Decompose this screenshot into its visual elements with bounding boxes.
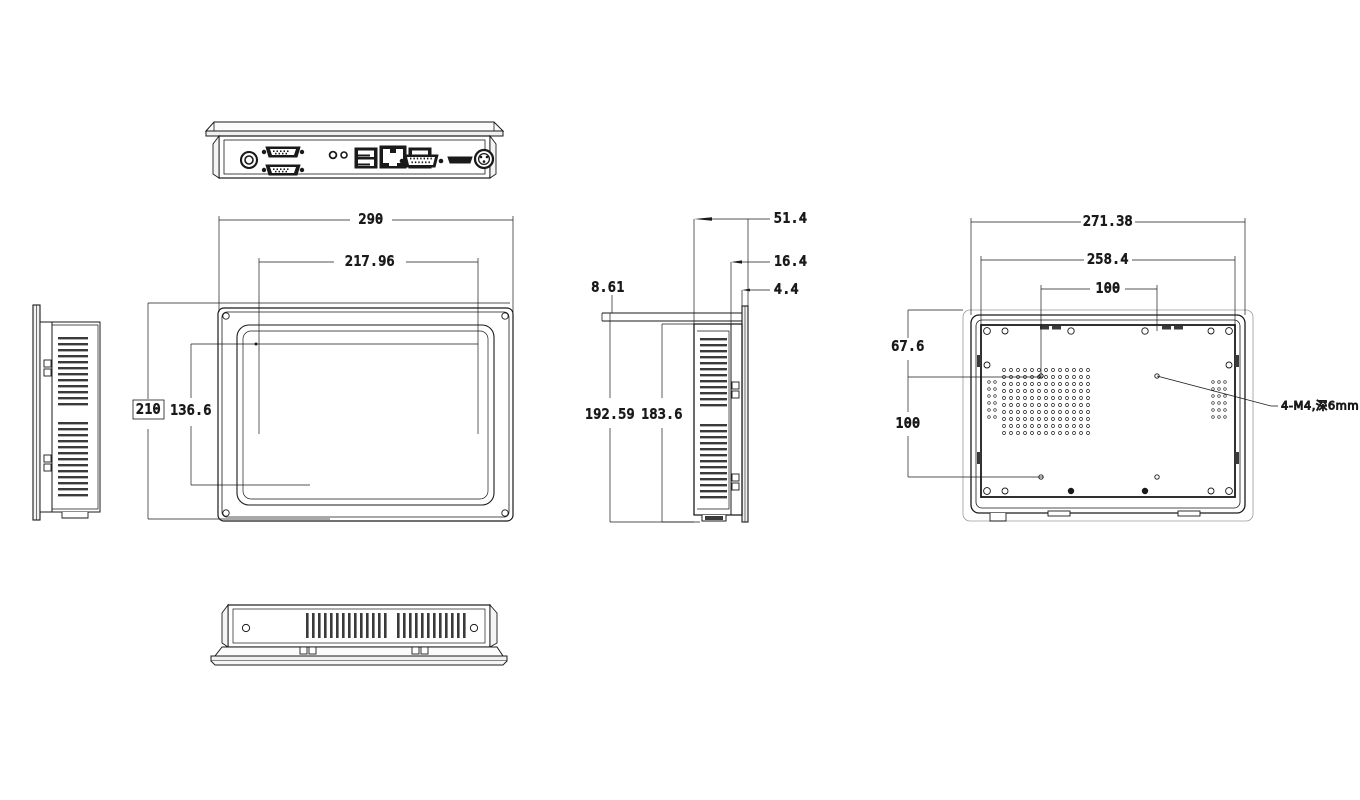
view-left-profile <box>32 304 101 521</box>
dim-label-front-width: 290 <box>359 213 384 228</box>
side-vent-upper <box>700 338 727 407</box>
dim-side-depth-body-16-4 <box>730 260 770 324</box>
rear-side-tabs <box>977 326 1239 464</box>
dim-side-depth-51-4 <box>693 217 770 324</box>
dim-label-side-depth-body: 16.4 <box>774 255 807 270</box>
dim-label-side-depth: 51.4 <box>774 212 807 227</box>
front-corner-screws <box>222 312 509 517</box>
front-active-area <box>242 330 489 500</box>
rear-screws <box>983 327 1233 495</box>
dim-rear-vesa-vertical-100 <box>907 377 1043 478</box>
dim-label-side-bezel: 4.4 <box>774 283 799 298</box>
dim-front-height-210 <box>132 302 510 520</box>
db9-serial-com1-icon <box>261 146 305 158</box>
usb-stack-1-icon <box>354 147 378 169</box>
dc-power-din-icon <box>473 148 495 170</box>
dim-label-rear-vesa-horizontal: 100 <box>1096 282 1121 297</box>
audio-jack-icon <box>239 150 259 170</box>
dim-label-rear-width-inner: 258.4 <box>1087 253 1129 268</box>
bottom-cap-right <box>489 603 498 648</box>
rear-vent-grid-main <box>1002 368 1090 435</box>
bottom-tabs <box>299 646 429 655</box>
view-rear: 271.38 258.4 100 67.6 <box>891 214 1359 522</box>
round-port-2-icon <box>340 151 348 159</box>
bottom-vent-group-b <box>397 613 466 638</box>
dim-rear-top-offset-67-6 <box>907 309 1043 378</box>
view-right-side: 51.4 16.4 4.4 8.61 192.59 <box>585 211 807 523</box>
rear-vent-grid-right <box>1211 380 1227 419</box>
left-bottom-connector <box>61 512 89 519</box>
view-front: 290 217.96 210 136.6 <box>132 212 514 522</box>
left-vent-upper <box>58 337 88 406</box>
db9-serial-com2-icon <box>261 164 305 176</box>
hdmi-port-icon <box>447 156 473 164</box>
dim-rear-width-258-4 <box>980 256 1236 325</box>
top-io-ports <box>239 145 495 176</box>
bottom-flange <box>210 646 508 666</box>
dim-label-side-height-body: 183.6 <box>641 408 683 423</box>
side-latches <box>731 381 740 491</box>
rear-inner-panel <box>980 324 1236 498</box>
bottom-cap-left <box>221 603 229 648</box>
dim-label-front-screen-width: 217.96 <box>345 255 395 270</box>
dim-side-bezel-4-4 <box>741 288 770 310</box>
rear-vent-grid-left <box>987 380 997 419</box>
dim-front-screen-width-217-96 <box>258 258 479 434</box>
dim-label-rear-vesa-vertical: 100 <box>896 417 921 432</box>
side-vent-lower <box>700 424 727 499</box>
dim-side-height-192-59 <box>609 312 694 523</box>
dim-rear-width-271-38 <box>970 218 1246 315</box>
vga-d-sub-icon <box>399 154 444 168</box>
dim-rear-vesa-horizontal-100 <box>1040 285 1158 376</box>
bottom-screw-left <box>241 623 251 633</box>
bottom-vent-group-a <box>306 613 387 638</box>
view-bottom <box>210 603 508 666</box>
rj45-ethernet-icon <box>379 145 407 169</box>
vesa-note-label: 4-M4,深6mm <box>1281 399 1359 413</box>
side-bottom-connector <box>701 515 727 522</box>
view-top-io <box>204 121 505 179</box>
dim-label-rear-top-offset: 67.6 <box>891 340 924 355</box>
dim-label-side-front-thickness: 8.61 <box>591 281 624 296</box>
dim-label-side-height: 192.59 <box>585 408 635 423</box>
left-vent-lower <box>58 422 88 497</box>
bottom-screw-right <box>469 623 479 633</box>
vesa-note-leader <box>1156 375 1278 407</box>
dim-label-rear-width-outer: 271.38 <box>1083 215 1133 230</box>
dim-label-front-height: 210 <box>136 403 161 418</box>
dim-front-width-290 <box>218 216 514 312</box>
dim-side-height-body-183-6 <box>661 323 731 523</box>
top-bezel-flange <box>204 121 505 137</box>
round-port-1-icon <box>328 150 338 160</box>
rear-bottom-features <box>989 510 1201 522</box>
left-side-latches <box>43 359 52 472</box>
dim-front-screen-height-136-6 <box>190 343 478 486</box>
dim-label-front-screen-height: 136.6 <box>170 404 212 419</box>
